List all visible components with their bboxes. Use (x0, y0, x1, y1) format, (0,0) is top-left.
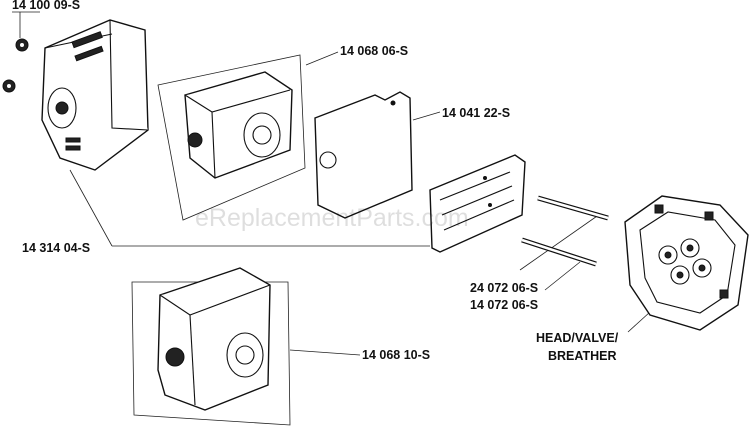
label-head-2: BREATHER (548, 349, 617, 363)
label-stud-1: 24 072 06-S (470, 281, 538, 295)
label-muffler-lower: 14 068 10-S (362, 348, 430, 362)
leader-lines (12, 11, 651, 356)
label-stud-2: 14 072 06-S (470, 298, 538, 312)
gasket-part (314, 91, 413, 219)
label-nut: 14 100 09-S (12, 0, 80, 12)
muffler-cover-part (41, 19, 149, 171)
muffler-upper-part (157, 54, 306, 221)
shield-plate-part (429, 154, 526, 253)
label-muffler-upper: 14 068 06-S (340, 44, 408, 58)
nut-part (2, 38, 29, 93)
stud-parts (521, 195, 609, 267)
cylinder-head-part (624, 195, 749, 331)
label-head-1: HEAD/VALVE/ (536, 331, 619, 345)
label-cover: 14 314 04-S (22, 241, 90, 255)
watermark-text: eReplacementParts.com (195, 204, 469, 232)
muffler-lower-part (131, 267, 291, 426)
label-gasket: 14 041 22-S (442, 106, 510, 120)
